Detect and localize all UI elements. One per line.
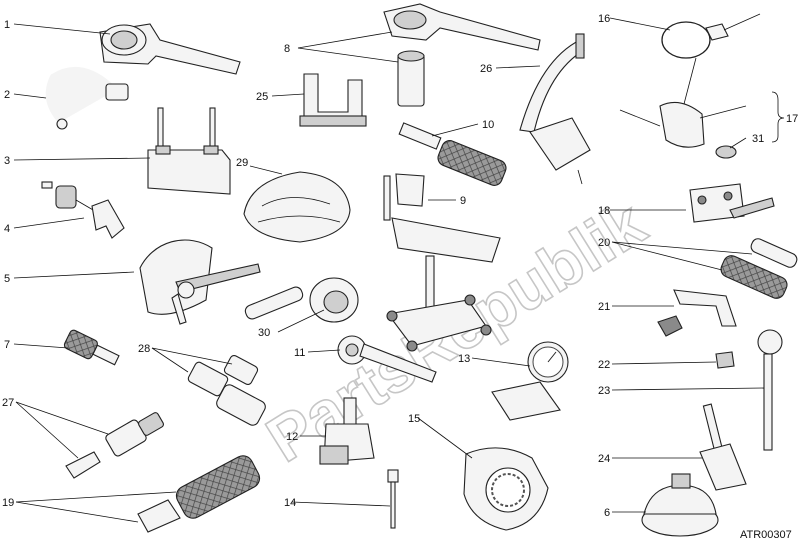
tool-9-engine-stand [383, 173, 501, 352]
callout-8: 8 [284, 43, 290, 55]
callout-24: 24 [598, 453, 610, 465]
callout-26: 26 [480, 63, 492, 75]
tool-30-handle-bearing [244, 277, 359, 323]
callout-10: 10 [482, 119, 494, 131]
callout-16: 16 [598, 13, 610, 25]
callout-27: 27 [2, 397, 14, 409]
callout-14: 14 [284, 497, 296, 509]
callout-29: 29 [236, 157, 248, 169]
tool-2-hook-bar [45, 66, 129, 130]
tool-3-stud-bracket [147, 107, 231, 195]
tool-4-t-handle-puller [41, 181, 125, 239]
tool-17-timing-gauge [619, 57, 737, 159]
tool-19-knurled-sleeve [137, 455, 261, 533]
tool-15-ring-wrench [463, 447, 549, 531]
tool-28-sleeves [187, 354, 266, 426]
callout-7: 7 [4, 339, 10, 351]
callout-12: 12 [286, 431, 298, 443]
callout-30: 30 [258, 327, 270, 339]
tool-10-knurled-handle [398, 122, 507, 186]
tool-1-ring-spanner [99, 23, 241, 75]
callout-23: 23 [598, 385, 610, 397]
callout-25: 25 [256, 91, 268, 103]
callout-4: 4 [4, 223, 10, 235]
callout-2: 2 [4, 89, 10, 101]
callout-5: 5 [4, 273, 10, 285]
callout-21: 21 [598, 301, 610, 313]
tool-16-strap-wrench [661, 13, 761, 59]
tool-21-bracket [657, 289, 737, 337]
callout-22: 22 [598, 359, 610, 371]
callout-6: 6 [604, 507, 610, 519]
callout-20: 20 [598, 237, 610, 249]
callout-31: 31 [752, 133, 764, 145]
tool-25-fork-plate [299, 73, 367, 127]
callout-13: 13 [458, 353, 470, 365]
callout-28: 28 [138, 343, 150, 355]
tool-14-punch [387, 469, 399, 529]
callout-19: 19 [2, 497, 14, 509]
callout-11: 11 [294, 347, 305, 359]
tool-5-degree-wheel [139, 239, 261, 325]
tool-23-dial-indicator [757, 329, 783, 451]
callout-3: 3 [4, 155, 10, 167]
tool-12-press-tool [319, 397, 375, 465]
callout-17: 17 [786, 113, 798, 125]
tool-18-flange-tool [689, 183, 775, 223]
tool-24-holder [699, 403, 747, 491]
tool-13-dial-gauge [491, 341, 569, 421]
callout-1: 1 [4, 19, 10, 31]
tool-8-bracket-and-socket [383, 3, 541, 107]
callout-18: 18 [598, 205, 610, 217]
leader-lines [13, 17, 785, 523]
tool-27-pins [65, 412, 164, 479]
tool-26-arc-frame [519, 33, 591, 185]
callout-9: 9 [460, 195, 466, 207]
tool-6-dial-base [641, 473, 719, 537]
tool-20-handles [720, 238, 798, 299]
tool-22-cap [715, 351, 735, 369]
callout-numbers: 1 2 3 4 5 6 7 8 9 10 11 12 13 14 15 16 1… [2, 13, 798, 519]
callout-15: 15 [408, 413, 420, 425]
reference-code: ATR00307 [740, 529, 792, 541]
tool-29-cloth-cover [243, 171, 351, 243]
tool-7-knurled-pin [63, 329, 120, 366]
